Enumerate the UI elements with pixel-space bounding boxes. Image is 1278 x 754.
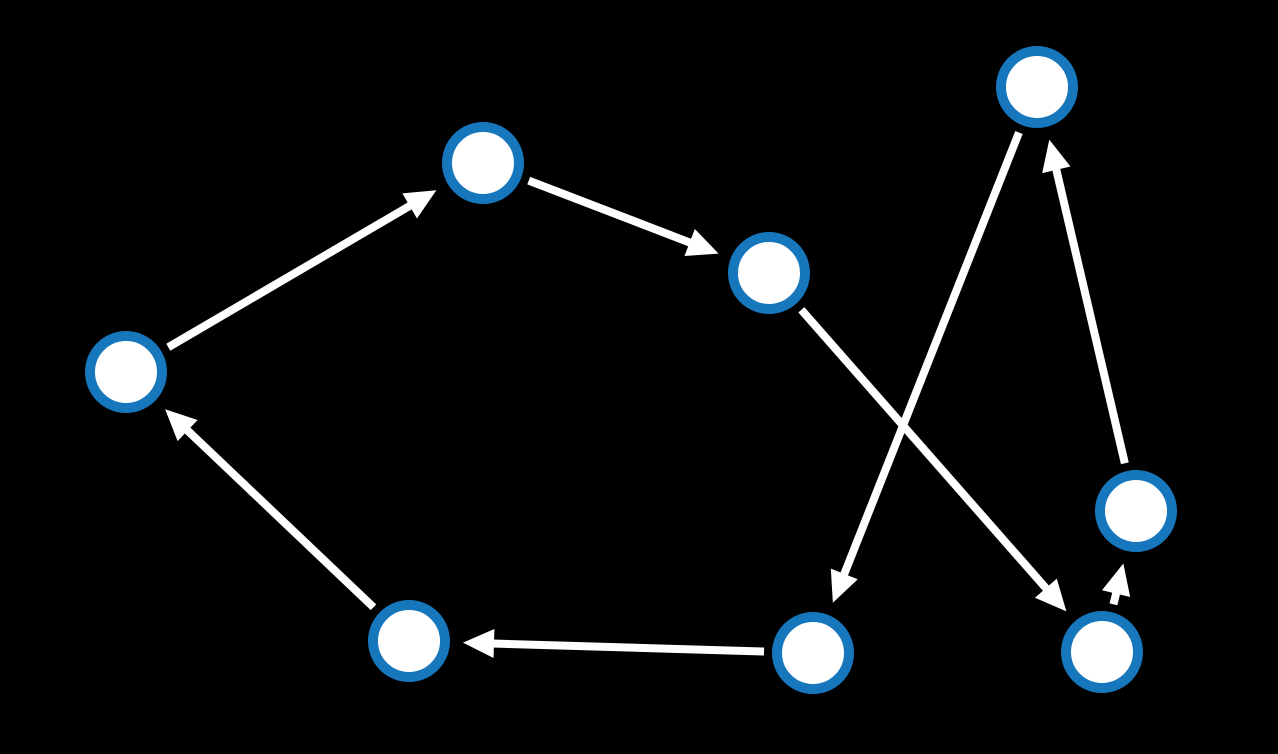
graph-edge-left-to-upper-middle — [166, 190, 437, 351]
arrowhead-icon — [402, 190, 437, 219]
edge-shaft — [491, 639, 765, 656]
edge-shaft — [839, 131, 1023, 578]
graph-node-upper-middle — [442, 122, 524, 204]
graph-edge-bottom-right-to-right — [1101, 563, 1131, 606]
edge-shaft — [527, 176, 693, 247]
edge-shaft — [1051, 166, 1129, 465]
arrowhead-icon — [1035, 578, 1067, 612]
graph-node-top-right — [996, 46, 1078, 128]
graph-node-middle — [728, 232, 810, 314]
arrowhead-icon — [1101, 563, 1131, 598]
graph-node-bottom-left — [368, 600, 450, 682]
graph-edge-bottom-middle-to-bottom-left — [462, 629, 765, 659]
edge-shaft — [1109, 590, 1121, 606]
graph-node-right — [1095, 470, 1177, 552]
arrowhead-icon — [684, 228, 719, 257]
arrowhead-icon — [462, 629, 495, 659]
edge-shaft — [183, 426, 377, 611]
graph-edge-right-to-top-right — [1042, 139, 1129, 465]
graph-node-bottom-right — [1061, 611, 1143, 693]
arrowhead-icon — [1042, 139, 1071, 174]
edge-shaft — [798, 307, 1051, 593]
graph-node-left — [85, 331, 167, 413]
graph-edge-middle-to-bottom-right — [798, 307, 1067, 612]
graph-edge-upper-middle-to-middle — [527, 176, 719, 257]
graph-edge-top-right-to-bottom-middle — [830, 131, 1023, 603]
edge-shaft — [166, 201, 414, 351]
arrowhead-icon — [830, 568, 858, 603]
arrowhead-icon — [165, 409, 198, 442]
graph-node-bottom-middle — [772, 612, 854, 694]
graph-edge-bottom-left-to-left — [165, 409, 377, 611]
